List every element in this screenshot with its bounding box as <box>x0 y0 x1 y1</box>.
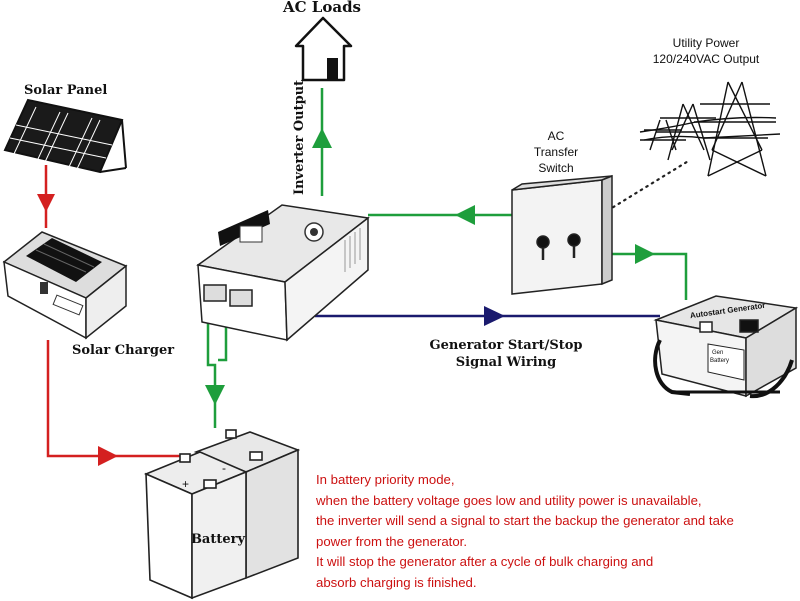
generator-signal-label-2: Signal Wiring <box>456 355 556 370</box>
note-line: the inverter will send a signal to start… <box>316 513 734 528</box>
svg-text:+: + <box>182 477 189 491</box>
ac-arrow-switch-to-inverter <box>455 205 475 225</box>
battery-label: Battery <box>191 532 246 547</box>
transfer-switch-label-3: Switch <box>538 161 573 175</box>
dc-arrow-to-battery <box>205 385 225 405</box>
inverter-output-label: Inverter Output <box>292 80 307 195</box>
solar-panel-icon <box>3 98 127 174</box>
transfer-switch-icon <box>511 174 613 295</box>
utility-dotted-line <box>600 158 692 216</box>
battery-icon: - + <box>143 429 301 600</box>
generator-icon <box>653 295 799 399</box>
generator-battery-label-2: Battery <box>710 358 729 364</box>
transfer-switch-label-1: AC <box>548 129 565 143</box>
utility-power-label: Utility Power <box>673 36 740 50</box>
house-icon <box>294 16 353 82</box>
note-line: when the battery voltage goes low and ut… <box>316 492 702 508</box>
ac-arrow-to-loads <box>312 128 332 148</box>
power-tower-icon <box>639 81 781 177</box>
pv-arrow-to-charger <box>37 194 55 212</box>
note-line: It will stop the generator after a cycle… <box>316 554 654 569</box>
ac-loads-label: AC Loads <box>282 0 361 16</box>
generator-signal-label-1: Generator Start/Stop <box>430 338 583 353</box>
note-line: power from the generator. <box>316 533 468 549</box>
solar-charger-label: Solar Charger <box>72 343 174 358</box>
signal-arrow <box>484 306 505 326</box>
note-line: In battery priority mode, <box>316 472 455 487</box>
solar-charger-icon <box>2 231 128 340</box>
generator-battery-label-1: Gen <box>712 350 723 356</box>
utility-output-label: 120/240VAC Output <box>653 52 760 66</box>
note-line: absorb charging is finished. <box>316 574 477 590</box>
dc-wire-charger-to-battery <box>46 340 185 458</box>
battery-priority-note: In battery priority mode, when the batte… <box>316 470 796 593</box>
solar-panel-label: Solar Panel <box>24 83 107 98</box>
transfer-switch-label-2: Transfer <box>534 145 578 159</box>
inverter-icon <box>196 204 370 342</box>
ac-arrow-generator-to-switch <box>635 244 655 264</box>
dc-arrow-charger-to-battery <box>98 446 118 466</box>
ac-wire-generator-to-switch <box>602 252 688 300</box>
svg-text:-: - <box>222 461 226 475</box>
